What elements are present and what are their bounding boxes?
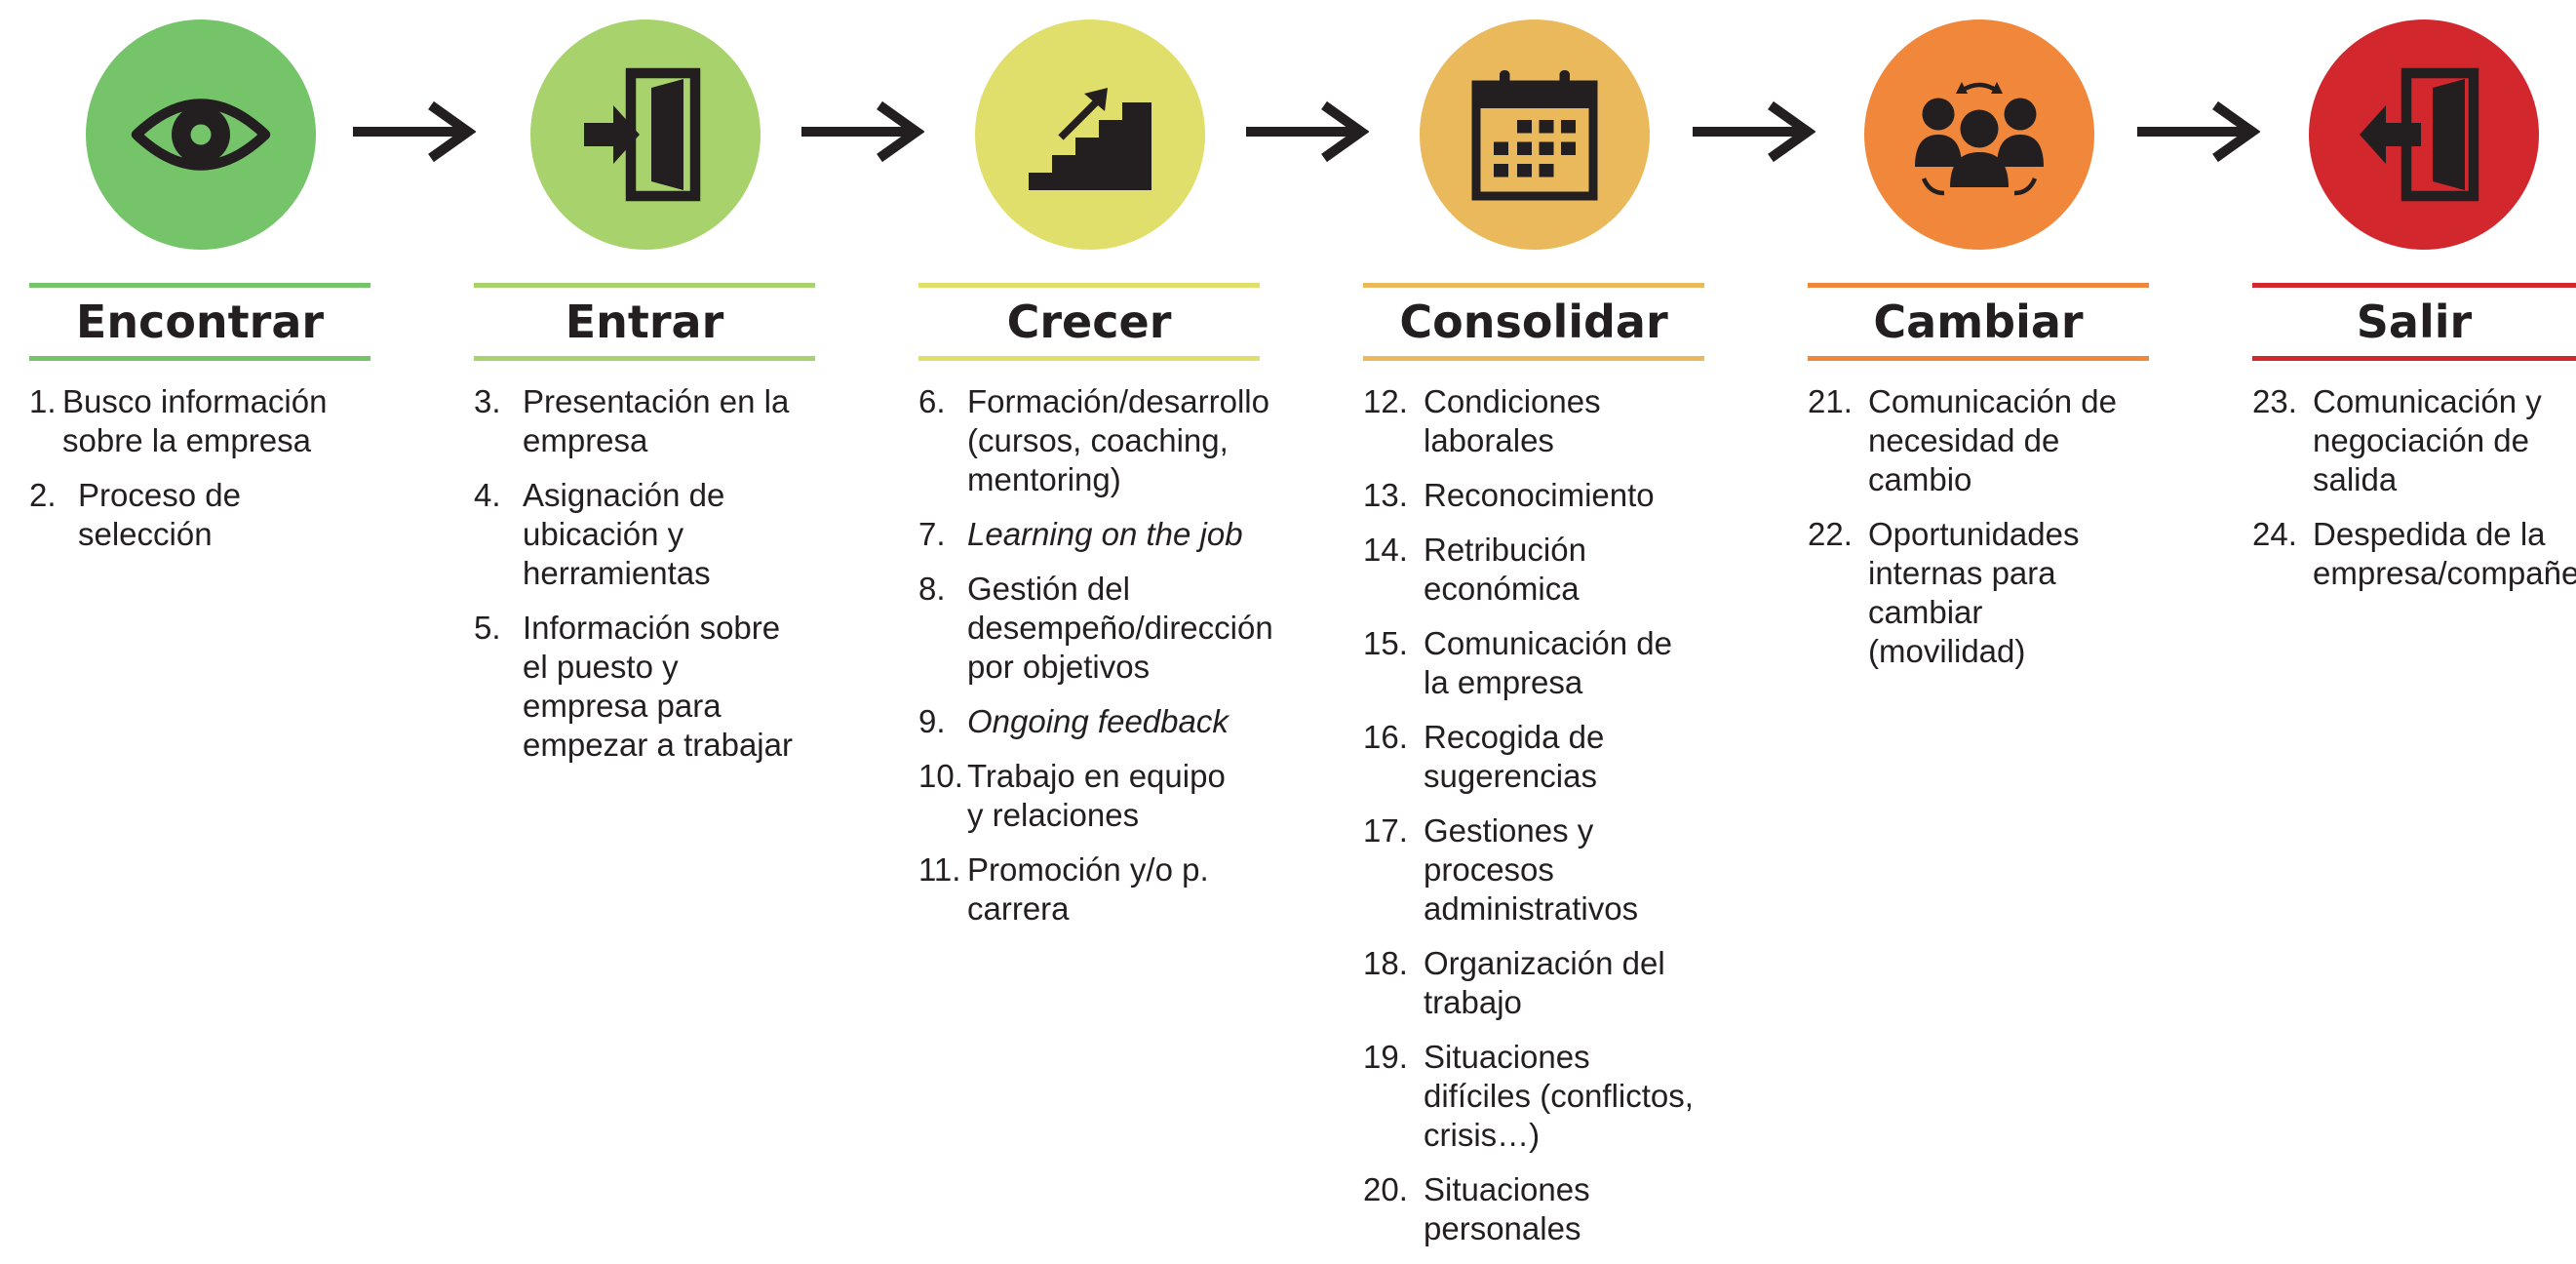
list-item: 10.Trabajo en equipo y relaciones	[918, 758, 1226, 833]
list-item: 16.Recogida de sugerencias	[1363, 719, 1605, 794]
stage-title: Crecer	[1006, 296, 1172, 348]
list-item: 6.Formación/desarrollo (cursos, coaching…	[918, 383, 1269, 497]
stage-title: Entrar	[565, 296, 724, 348]
list-item: 21.Comunicación de necesidad de cambio	[1808, 383, 2117, 497]
list-item: 8.Gestión del desempeño/dirección por ob…	[918, 571, 1273, 685]
stage-items: 23.Comunicación y negociación de salida …	[2252, 382, 2576, 609]
stage-circle	[1864, 20, 2094, 250]
list-item: 4.Asignación de ubicación y herramientas	[474, 477, 725, 591]
list-item: 7.Learning on the job	[918, 516, 1243, 552]
enter-door-icon	[572, 61, 719, 208]
stage-items: 12.Condiciones laborales 13.Reconocimien…	[1363, 382, 1695, 1264]
list-item: 20.Situaciones personales	[1363, 1171, 1590, 1246]
list-item: 1.Busco información sobre la empresa	[29, 383, 328, 458]
list-item: 18.Organización del trabajo	[1363, 945, 1665, 1020]
stage-title-bar: Entrar	[474, 283, 815, 361]
list-item: 17.Gestiones y procesos administrativos	[1363, 812, 1639, 927]
stage-items: 1.Busco información sobre la empresa 2.P…	[29, 382, 361, 570]
list-item: 12.Condiciones laborales	[1363, 383, 1601, 458]
arrow-right-icon	[1246, 100, 1369, 163]
list-item: 24.Despedida de la empresa/compañeros	[2252, 516, 2576, 591]
list-item: 2.Proceso de selección	[29, 477, 241, 552]
stage-title: Consolidar	[1399, 296, 1668, 348]
stage-circle	[975, 20, 1205, 250]
stage-title-bar: Consolidar	[1363, 283, 1704, 361]
list-item: 23.Comunicación y negociación de salida	[2252, 383, 2542, 497]
list-item: 15.Comunicación de la empresa	[1363, 625, 1672, 700]
list-item: 3.Presentación en la empresa	[474, 383, 790, 458]
list-item: 22.Oportunidades internas para cambiar (…	[1808, 516, 2080, 669]
stage-circle	[86, 20, 316, 250]
arrow-right-icon	[2137, 100, 2260, 163]
exit-door-icon	[2351, 61, 2497, 208]
stage-circle	[530, 20, 761, 250]
list-item: 13.Reconocimiento	[1363, 477, 1655, 513]
stage-title-bar: Salir	[2252, 283, 2576, 361]
list-item: 11.Promoción y/o p. carrera	[918, 851, 1209, 927]
stage-title-bar: Crecer	[918, 283, 1260, 361]
people-rotation-icon	[1906, 61, 2052, 208]
stage-title-bar: Cambiar	[1808, 283, 2149, 361]
stage-items: 21.Comunicación de necesidad de cambio 2…	[1808, 382, 2139, 687]
stage-circle	[1420, 20, 1650, 250]
arrow-right-icon	[353, 100, 476, 163]
arrow-right-icon	[1693, 100, 1815, 163]
stage-title: Cambiar	[1873, 296, 2084, 348]
calendar-icon	[1462, 61, 1608, 208]
stage-title-bar: Encontrar	[29, 283, 371, 361]
list-item: 5.Información sobre el puesto y empresa …	[474, 610, 793, 763]
arrow-right-icon	[801, 100, 924, 163]
stairs-growth-icon	[1017, 61, 1163, 208]
eye-icon	[128, 61, 274, 208]
stage-title: Encontrar	[75, 296, 325, 348]
list-item: 19.Situaciones difíciles (conflictos, cr…	[1363, 1039, 1694, 1153]
stage-items: 6.Formación/desarrollo (cursos, coaching…	[918, 382, 1273, 944]
list-item: 9.Ongoing feedback	[918, 703, 1229, 739]
stage-title: Salir	[2356, 296, 2473, 348]
stage-circle	[2309, 20, 2539, 250]
list-item: 14.Retribución económica	[1363, 532, 1586, 607]
stage-items: 3.Presentación en la empresa 4.Asignació…	[474, 382, 805, 780]
